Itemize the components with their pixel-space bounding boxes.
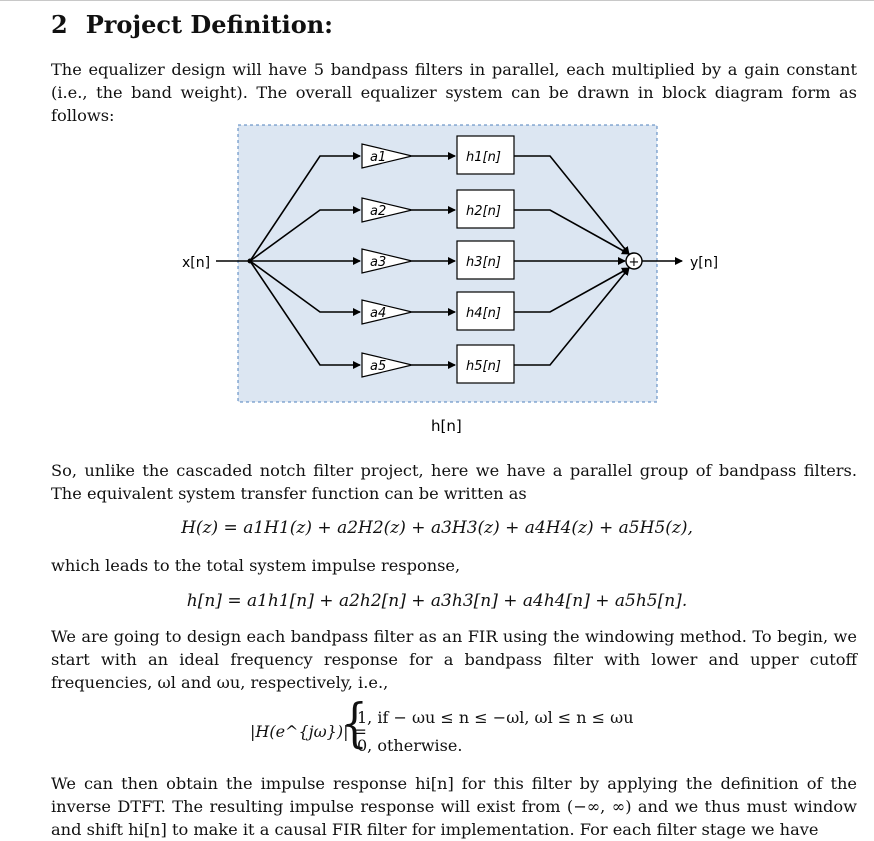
gain-triangle [361, 143, 413, 169]
gain-triangle [361, 248, 413, 274]
branch-input-wire [249, 260, 361, 369]
branch-output-wire [514, 267, 630, 366]
fanout-node [247, 258, 253, 264]
gain-label: a5 [370, 359, 386, 374]
ideal-response-case-pass: 1, if − ωu ≤ n ≤ −ωl, ωl ≤ n ≤ ωu [357, 708, 634, 727]
filter-label: h5[n] [466, 359, 501, 374]
gain-label: a3 [370, 255, 386, 270]
cases-brace: { [341, 694, 368, 754]
filter-box [456, 291, 515, 331]
section-title: Project Definition: [85, 10, 334, 39]
ideal-response-case-stop: 0, otherwise. [357, 736, 463, 755]
filter-box [456, 135, 515, 175]
filter-label: h4[n] [466, 306, 501, 321]
gain-label: a1 [370, 150, 386, 165]
paragraph-parallel: So, unlike the cascaded notch filter pro… [51, 461, 857, 503]
output-label: y[n] [690, 255, 718, 271]
summer-symbol: + [629, 255, 640, 270]
filter-label: h2[n] [466, 204, 501, 219]
equation-transfer-function: H(z) = a1H1(z) + a2H2(z) + a3H3(z) + a4H… [181, 518, 693, 538]
paragraph-intro: The equalizer design will have 5 bandpas… [51, 60, 857, 125]
gain-label: a2 [370, 204, 386, 219]
equalizer-block-diagram: a1 h1[n] a2 h2[n] a3 h3[n] a4 h4[n] a5 h5[n] + x[… [182, 124, 718, 435]
gain-label: a4 [370, 306, 386, 321]
branch-output-wire [514, 267, 630, 313]
paragraph-fir-design: We are going to design each bandpass fil… [51, 627, 857, 692]
filter-box [456, 344, 515, 384]
filter-box [456, 240, 515, 280]
filter-box [456, 189, 515, 229]
filter-label: h3[n] [466, 255, 501, 270]
gain-triangle [361, 197, 413, 223]
branch-input-wire [249, 152, 361, 262]
branch-input-wire [249, 206, 361, 262]
paragraph-inverse-dtft: We can then obtain the impulse response … [51, 774, 857, 839]
summer-node [625, 252, 643, 270]
section-heading: 2 Project Definition: [51, 10, 333, 39]
top-rule [0, 0, 874, 1]
branch-output-wire [514, 209, 630, 255]
section-number: 2 [51, 10, 68, 39]
ideal-response-lhs: |H(e^{jω})| = [250, 722, 367, 741]
input-label: x[n] [182, 255, 210, 271]
gain-triangle [361, 299, 413, 325]
branch-input-wire [249, 260, 361, 316]
equation-impulse-response: h[n] = a1h1[n] + a2h2[n] + a3h3[n] + a4h… [186, 591, 688, 611]
system-region [237, 124, 658, 403]
gain-triangle [361, 352, 413, 378]
branch-output-wire [514, 155, 630, 255]
paragraph-impulse-intro: which leads to the total system impulse … [51, 556, 461, 575]
system-label: h[n] [431, 417, 462, 435]
filter-label: h1[n] [466, 150, 501, 165]
